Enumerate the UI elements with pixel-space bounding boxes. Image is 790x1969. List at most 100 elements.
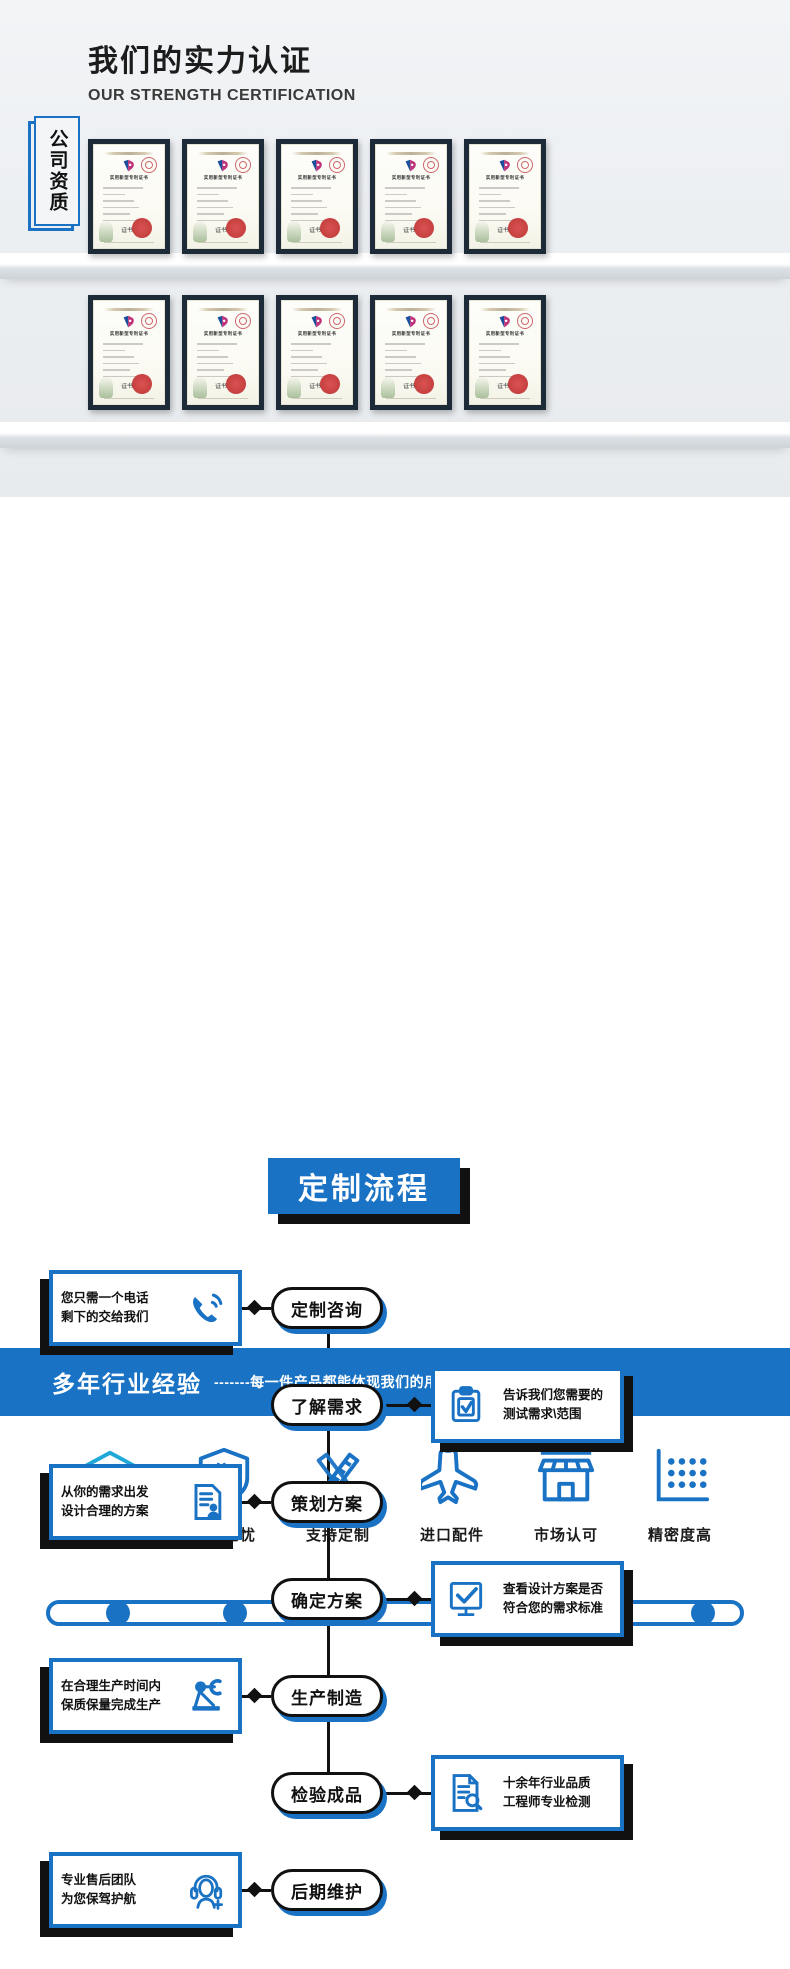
process-node-label: 了解需求 (291, 1397, 363, 1417)
certificate-leaf-decor (381, 220, 395, 242)
process-card-box: 查看设计方案是否 符合您的需求标准 (431, 1561, 624, 1637)
certificate-title: 实用新型专利证书 (485, 175, 525, 180)
process-connector-diamond (406, 1784, 423, 1801)
certificate-seal-top-icon (423, 157, 439, 173)
certificate-ornament (103, 308, 155, 311)
process-node[interactable]: 后期维护 (271, 1869, 387, 1916)
certificate-body-lines (197, 187, 249, 226)
certificate-leaf-decor (193, 220, 207, 242)
certificate-ornament (479, 308, 531, 311)
patent-logo-icon (121, 315, 137, 329)
process-node[interactable]: 定制咨询 (271, 1287, 387, 1334)
process-card-box: 专业售后团队 为您保驾护航 (49, 1852, 242, 1928)
certificate-body-lines (385, 187, 437, 226)
certificate-paper: 实用新型专利证书 证书 (187, 144, 259, 249)
certificate-seal-top-icon (329, 313, 345, 329)
certificate-bottom-rule (480, 242, 530, 243)
shelf-bottom (0, 422, 790, 448)
certificate-ornament (385, 152, 437, 155)
patent-logo-icon (215, 315, 231, 329)
process-node-label: 后期维护 (291, 1882, 363, 1902)
certificate-title: 实用新型专利证书 (391, 175, 431, 180)
feature-track (46, 1600, 744, 1626)
feature-item: 进口配件 (402, 1430, 502, 1545)
process-card-text: 查看设计方案是否 符合您的需求标准 (503, 1582, 604, 1615)
certificate-body-lines (197, 343, 249, 382)
process-node-label: 策划方案 (291, 1494, 363, 1514)
certificate-title: 实用新型专利证书 (485, 331, 525, 336)
process-node-label: 检验成品 (291, 1785, 363, 1805)
airplane-icon (421, 1430, 483, 1522)
certificate-frame: 实用新型专利证书 证书 (182, 139, 264, 254)
patent-logo-icon (403, 159, 419, 173)
certificate-leaf-decor (193, 376, 207, 398)
certificate-leaf-decor (287, 376, 301, 398)
badge-inner-border (34, 116, 80, 226)
certificates-heading: 我们的实力认证 OUR STRENGTH CERTIFICATION (88, 44, 356, 106)
patent-logo-icon (497, 159, 513, 173)
certificates-section: 我们的实力认证 OUR STRENGTH CERTIFICATION 公司资质 … (0, 0, 790, 497)
storefront-icon (535, 1430, 597, 1522)
certificate-ornament (479, 152, 531, 155)
certificate-row-2: 实用新型专利证书 证书 实用新型专利证书 证书 实用新型专利证书 (88, 295, 546, 410)
process-spine-line (327, 1287, 330, 1795)
certificate-frame: 实用新型专利证书 证书 (88, 139, 170, 254)
phone-ring-icon (184, 1285, 230, 1331)
company-qualification-badge: 公司资质 (28, 116, 80, 231)
certificate-bottom-rule (198, 398, 248, 399)
certificate-seal-top-icon (329, 157, 345, 173)
process-card-box: 十余年行业品质 工程师专业检测 (431, 1755, 624, 1831)
checkbox-check-icon (443, 1576, 489, 1622)
certificate-paper: 实用新型专利证书 证书 (187, 300, 259, 405)
certificate-paper: 实用新型专利证书 证书 (281, 144, 353, 249)
process-detail-card: 从你的需求出发 设计合理的方案 (40, 1464, 242, 1549)
process-card-box: 告诉我们您需要的 测试需求\范围 (431, 1367, 624, 1443)
process-node[interactable]: 了解需求 (271, 1384, 387, 1431)
process-node[interactable]: 检验成品 (271, 1772, 387, 1819)
process-node[interactable]: 确定方案 (271, 1578, 387, 1625)
patent-logo-icon (121, 159, 137, 173)
process-node-pill: 检验成品 (271, 1772, 383, 1814)
feature-item: 市场认可 (516, 1430, 616, 1545)
process-node-pill: 定制咨询 (271, 1287, 383, 1329)
certificate-body-lines (103, 187, 155, 226)
process-card-text: 在合理生产时间内 保质保量完成生产 (61, 1679, 162, 1712)
certificate-paper: 实用新型专利证书 证书 (375, 300, 447, 405)
process-node[interactable]: 策划方案 (271, 1481, 387, 1528)
certificate-body-lines (291, 343, 343, 382)
certificate-seal-top-icon (517, 313, 533, 329)
certificate-red-seal-icon (132, 218, 152, 238)
process-connector-diamond (246, 1687, 263, 1704)
certificate-title: 实用新型专利证书 (109, 331, 149, 336)
certificate-title: 实用新型专利证书 (297, 175, 337, 180)
process-card-box: 从你的需求出发 设计合理的方案 (49, 1464, 242, 1540)
certificate-seal-top-icon (517, 157, 533, 173)
certificate-leaf-decor (99, 376, 113, 398)
certificate-frame: 实用新型专利证书 证书 (370, 295, 452, 410)
patent-logo-icon (497, 315, 513, 329)
certificate-body-lines (103, 343, 155, 382)
badge-label: 公司资质 (46, 129, 68, 213)
certificate-seal-top-icon (141, 313, 157, 329)
process-card-box: 您只需一个电话 剩下的交给我们 (49, 1270, 242, 1346)
certificate-ornament (385, 308, 437, 311)
certificate-leaf-decor (99, 220, 113, 242)
process-detail-card: 专业售后团队 为您保驾护航 (40, 1852, 242, 1937)
patent-logo-icon (403, 315, 419, 329)
certificate-red-seal-icon (320, 218, 340, 238)
certificate-leaf-decor (475, 220, 489, 242)
certificate-paper: 实用新型专利证书 证书 (93, 144, 165, 249)
certificate-red-seal-icon (226, 218, 246, 238)
process-detail-card: 十余年行业品质 工程师专业检测 (431, 1755, 633, 1840)
certificate-title: 实用新型专利证书 (297, 331, 337, 336)
certificate-paper: 实用新型专利证书 证书 (375, 144, 447, 249)
certificate-ornament (291, 152, 343, 155)
process-node[interactable]: 生产制造 (271, 1675, 387, 1722)
feature-label: 进口配件 (419, 1527, 484, 1544)
certificates-title-en: OUR STRENGTH CERTIFICATION (88, 87, 356, 104)
process-title-banner: 定制流程 (268, 1158, 470, 1224)
process-title-text: 定制流程 (298, 1173, 430, 1206)
experience-band-title: 多年行业经验 (52, 1371, 202, 1397)
process-connector-diamond (246, 1881, 263, 1898)
